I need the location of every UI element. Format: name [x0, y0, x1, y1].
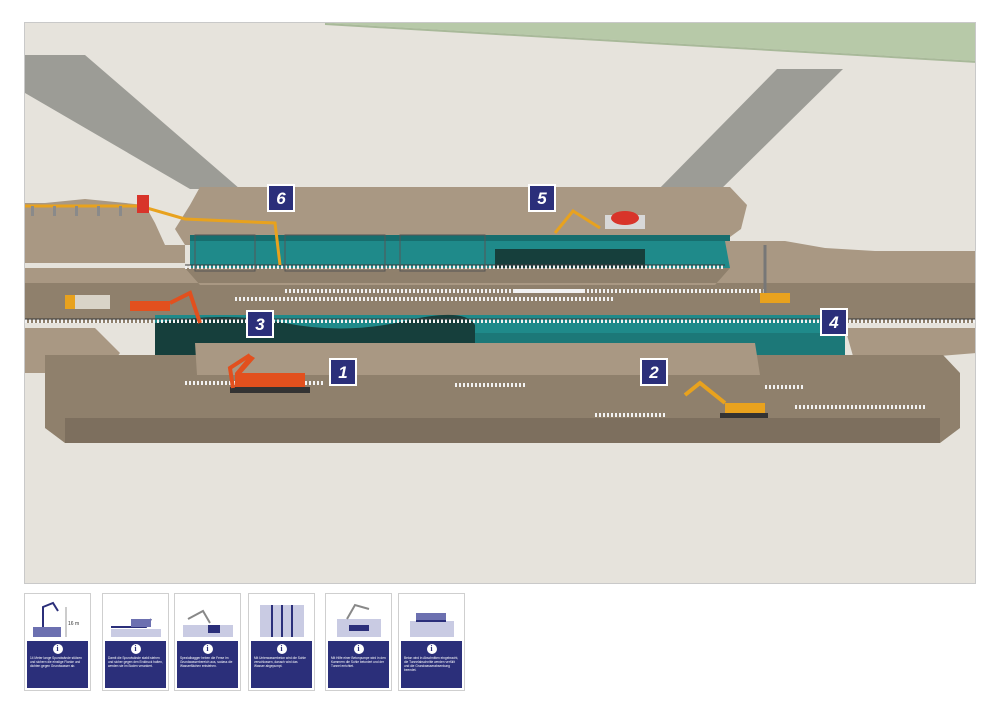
cross-section-diagram: 1 2 3 4 5 6: [25, 23, 975, 583]
info-icon: i: [426, 644, 437, 654]
left-road-ramp: [25, 55, 240, 189]
excavator-step-3: [130, 290, 202, 324]
info-card-2-text: Damit die Spundwände stabil stehen und s…: [108, 656, 163, 668]
excavator-step-2: [683, 380, 768, 418]
info-icon: i: [202, 644, 213, 654]
step-badge-1: 1: [329, 358, 357, 386]
info-card-3-panel: i Spezialbagger heben die Ferse im Grund…: [177, 641, 238, 688]
dump-truck: [65, 295, 110, 309]
info-card-3-text: Spezialbagger heben die Ferse im Grundwa…: [180, 656, 233, 668]
info-card-4-panel: i Mit Unterwasserbeton wird die Sohle ve…: [251, 641, 312, 688]
step-badge-5-label: 5: [537, 189, 547, 208]
info-cards: 16 m i 14 Meter lange Spundwände stützen…: [24, 593, 484, 693]
excavator-step-1: [227, 353, 310, 393]
pump-station: [137, 195, 149, 213]
info-card-5-panel: i Mit Hilfe einer Betonpumpe wird in den…: [328, 641, 389, 688]
info-card-4-text: Mit Unterwasserbeton wird die Sohle vers…: [254, 656, 306, 668]
step-badge-1-label: 1: [338, 363, 347, 382]
info-card-6-thumbnail: [402, 597, 461, 641]
info-card-5-text: Mit Hilfe einer Betonpumpe wird in den K…: [331, 656, 386, 668]
info-card-6-panel: i Beton wird in Abschnitten eingebracht,…: [401, 641, 462, 688]
pipeline-supports: [31, 206, 122, 216]
step-badge-3: 3: [246, 310, 274, 338]
depth-label: 16 m: [68, 621, 79, 627]
construction-scene: 1 2 3 4 5 6: [24, 22, 976, 584]
info-icon: i: [353, 644, 364, 654]
step-badge-6-label: 6: [276, 189, 286, 208]
info-card-4[interactable]: i Mit Unterwasserbeton wird die Sohle ve…: [248, 593, 315, 691]
step-badge-3-label: 3: [255, 315, 265, 334]
info-card-1[interactable]: 16 m i 14 Meter lange Spundwände stützen…: [24, 593, 91, 691]
info-card-5[interactable]: i Mit Hilfe einer Betonpumpe wird in den…: [325, 593, 392, 691]
info-icon: i: [276, 644, 287, 654]
info-card-1-text: 14 Meter lange Spundwände stützen und si…: [30, 656, 82, 668]
info-card-2-thumbnail: [106, 597, 165, 641]
info-card-1-panel: i 14 Meter lange Spundwände stützen und …: [27, 641, 88, 688]
info-card-3[interactable]: i Spezialbagger heben die Ferse im Grund…: [174, 593, 241, 691]
step-badge-4: 4: [820, 308, 848, 336]
info-card-6-text: Beton wird in Abschnitten eingebracht, d…: [404, 656, 459, 672]
step-badge-2-label: 2: [648, 363, 659, 382]
info-card-5-thumbnail: [329, 597, 388, 641]
concrete-mixer-step-5: [553, 209, 645, 234]
step-badge-6: 6: [267, 184, 295, 212]
upper-terrace: [175, 187, 747, 245]
info-card-2[interactable]: i Damit die Spundwände stabil stehen und…: [102, 593, 169, 691]
right-road-ramp: [653, 69, 843, 195]
step-badge-5: 5: [528, 184, 556, 212]
info-card-2-panel: i Damit die Spundwände stabil stehen und…: [105, 641, 166, 688]
info-card-3-thumbnail: [178, 597, 237, 641]
drill-rig-step-4: [760, 245, 790, 303]
step-badge-2: 2: [640, 358, 668, 386]
step-badge-4-label: 4: [828, 313, 839, 332]
info-icon: i: [130, 644, 141, 654]
water-pipeline: [25, 204, 282, 266]
info-card-6[interactable]: i Beton wird in Abschnitten eingebracht,…: [398, 593, 465, 691]
info-card-1-thumbnail: 16 m: [28, 597, 87, 641]
info-card-4-thumbnail: [252, 597, 311, 641]
info-icon: i: [52, 644, 63, 654]
